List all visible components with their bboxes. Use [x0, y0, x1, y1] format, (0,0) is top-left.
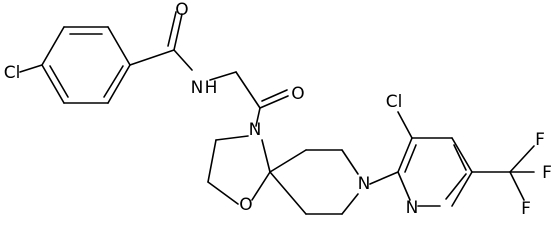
pyridine-cl-bond [397, 111, 413, 139]
chlorobenzene-ring [41, 26, 131, 104]
cf3-group [471, 145, 535, 201]
atom-ketone-o: O [291, 84, 304, 104]
atom-amide-h: H [205, 78, 218, 98]
atom-f-bottom: F [521, 199, 531, 219]
oxazolidine-ring [207, 135, 271, 205]
atom-pyridine-cl: Cl [386, 92, 403, 112]
atom-f-right: F [542, 163, 552, 183]
pyridine-ring [397, 137, 473, 207]
amide-group [129, 11, 289, 127]
structure-drawing: Cl N H O O N O N Cl N F F F [4, 0, 552, 219]
atom-piperidine-n: N [358, 174, 371, 194]
atom-amide-o: O [175, 0, 188, 20]
atom-f-top: F [535, 130, 545, 150]
cl-bond [19, 64, 43, 73]
molecule-diagram: Cl N H O O N O N Cl N F F F [4, 0, 552, 219]
atom-cl-left: Cl [4, 63, 21, 83]
atom-ring-n: N [249, 120, 262, 140]
atom-ring-o: O [239, 195, 252, 215]
atom-amide-n: N [191, 78, 204, 98]
piperidine-ring [269, 149, 359, 215]
n-pyridine-bond [369, 171, 399, 185]
atom-pyridine-n: N [406, 198, 419, 218]
